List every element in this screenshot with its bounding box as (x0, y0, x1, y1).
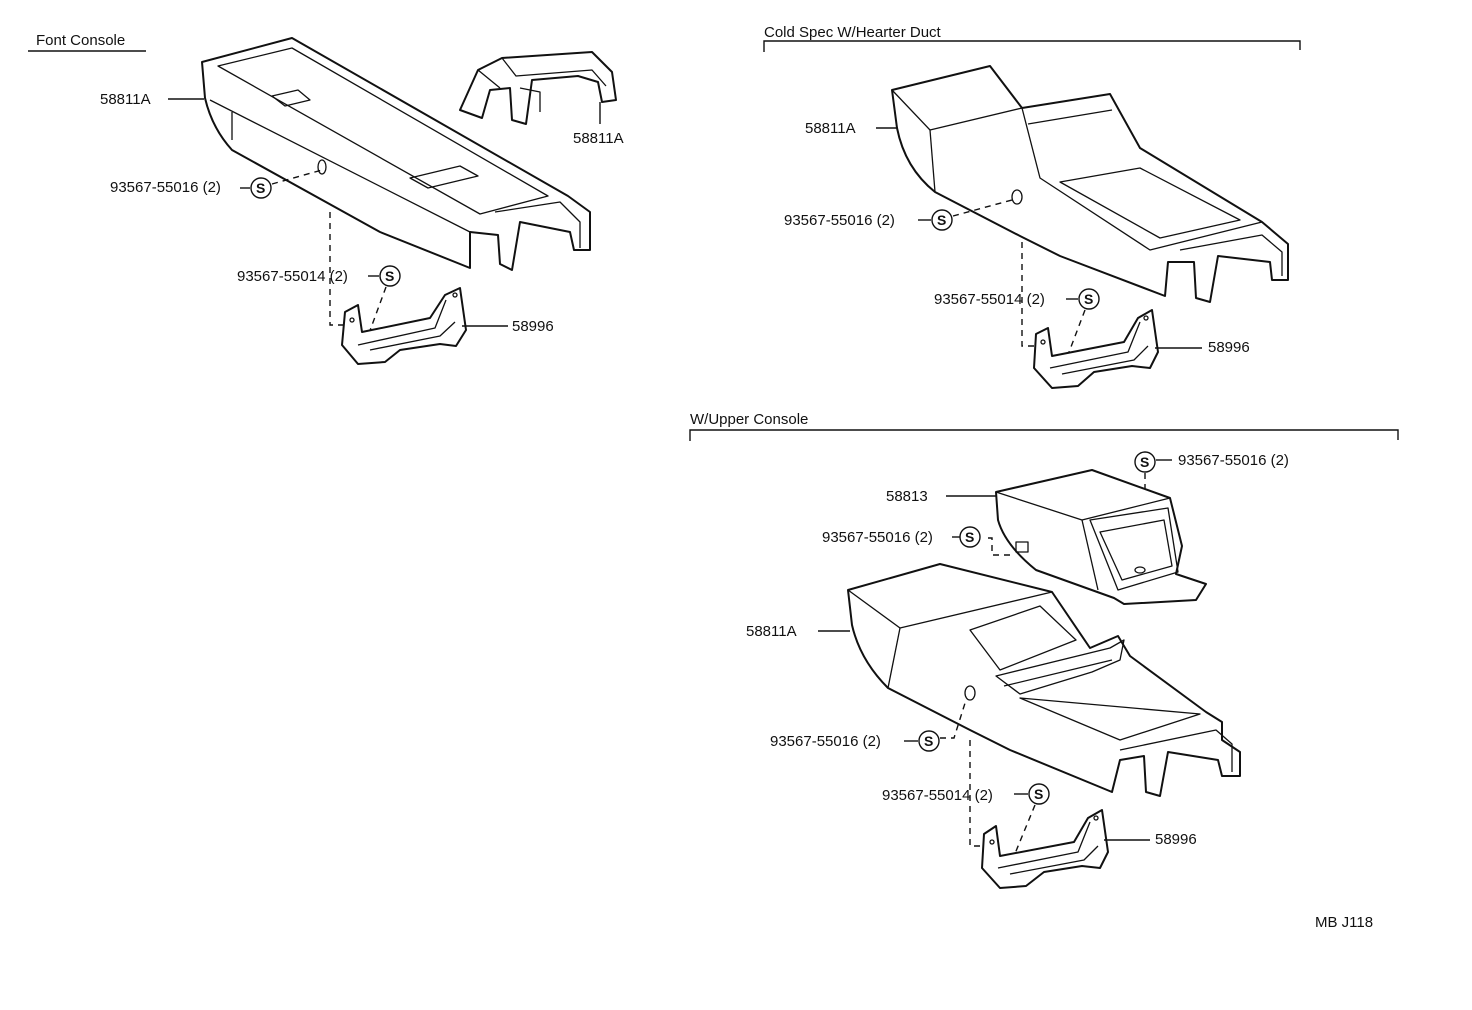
figure-code: MB J118 (1315, 914, 1373, 931)
section-bracket-cold (763, 40, 1301, 52)
screw-icon (959, 526, 981, 548)
screw-icon (1028, 783, 1050, 805)
leader-upper-screw-upper (988, 537, 1012, 556)
screw-symbol-label: S (965, 529, 974, 545)
upper-bracket-part[interactable] (981, 809, 1109, 889)
label-front-screw-b: 93567-55014 (2) (237, 268, 348, 285)
screw-icon (918, 730, 940, 752)
label-cold-bracket: 58996 (1208, 339, 1250, 356)
front-lid-part[interactable] (459, 51, 617, 125)
screw-icon (379, 265, 401, 287)
label-cold-console: 58811A (805, 120, 856, 137)
leader-front-screw-a (271, 169, 323, 185)
section-title-front: Font Console (36, 32, 125, 49)
section-title-upper: W/Upper Console (690, 411, 808, 428)
screw-icon (1078, 288, 1100, 310)
upper-console-58813-part[interactable] (995, 469, 1207, 605)
label-cold-screw-a: 93567-55016 (2) (784, 212, 895, 229)
screw-icon (1134, 451, 1156, 473)
leader-front-screw-b (367, 286, 387, 337)
label-upper-bracket: 58996 (1155, 831, 1197, 848)
label-front-console: 58811A (100, 91, 151, 108)
section-title-cold: Cold Spec W/Hearter Duct (764, 24, 942, 41)
screw-symbol-label: S (385, 268, 394, 284)
leader-upper-screw-b (1013, 804, 1036, 857)
front-bracket-part[interactable] (341, 287, 467, 365)
upper-console-main-part[interactable] (847, 563, 1241, 797)
label-upper-screw-a: 93567-55016 (2) (770, 733, 881, 750)
cold-console-part[interactable] (891, 65, 1289, 303)
leader-upper-screw-a (940, 699, 967, 739)
assembly-line-front (329, 212, 345, 326)
cold-spec-group: Cold Spec W/Hearter Duct 58811A 93567-55… (763, 24, 1301, 389)
label-front-lid: 58811A (573, 130, 624, 147)
label-front-screw-a: 93567-55016 (2) (110, 179, 221, 196)
assembly-line-upper (969, 740, 984, 847)
label-upper-screw-b: 93567-55014 (2) (882, 787, 993, 804)
label-front-bracket: 58996 (512, 318, 554, 335)
screw-symbol-label: S (1084, 291, 1093, 307)
screw-symbol-label: S (256, 180, 265, 196)
upper-console-group: W/Upper Console S 93567-55016 (2) 58813 … (689, 411, 1399, 889)
label-upper-console-58813: 58813 (886, 488, 928, 505)
screw-symbol-label: S (937, 212, 946, 228)
screw-symbol-label: S (924, 733, 933, 749)
front-console-part[interactable] (201, 37, 591, 271)
screw-symbol-label: S (1140, 454, 1149, 470)
screw-icon (250, 177, 272, 199)
screw-icon (931, 209, 953, 231)
label-upper-screw-top: 93567-55016 (2) (1178, 452, 1289, 469)
cold-bracket-part[interactable] (1033, 309, 1159, 389)
assembly-line-cold (1021, 242, 1036, 347)
label-upper-console-main: 58811A (746, 623, 797, 640)
label-cold-screw-b: 93567-55014 (2) (934, 291, 1045, 308)
label-upper-screw-upper: 93567-55016 (2) (822, 529, 933, 546)
front-console-group: Font Console 58811A 58811A 93567-55016 (… (28, 32, 624, 365)
section-bracket-upper (689, 429, 1399, 441)
screw-symbol-label: S (1034, 786, 1043, 802)
